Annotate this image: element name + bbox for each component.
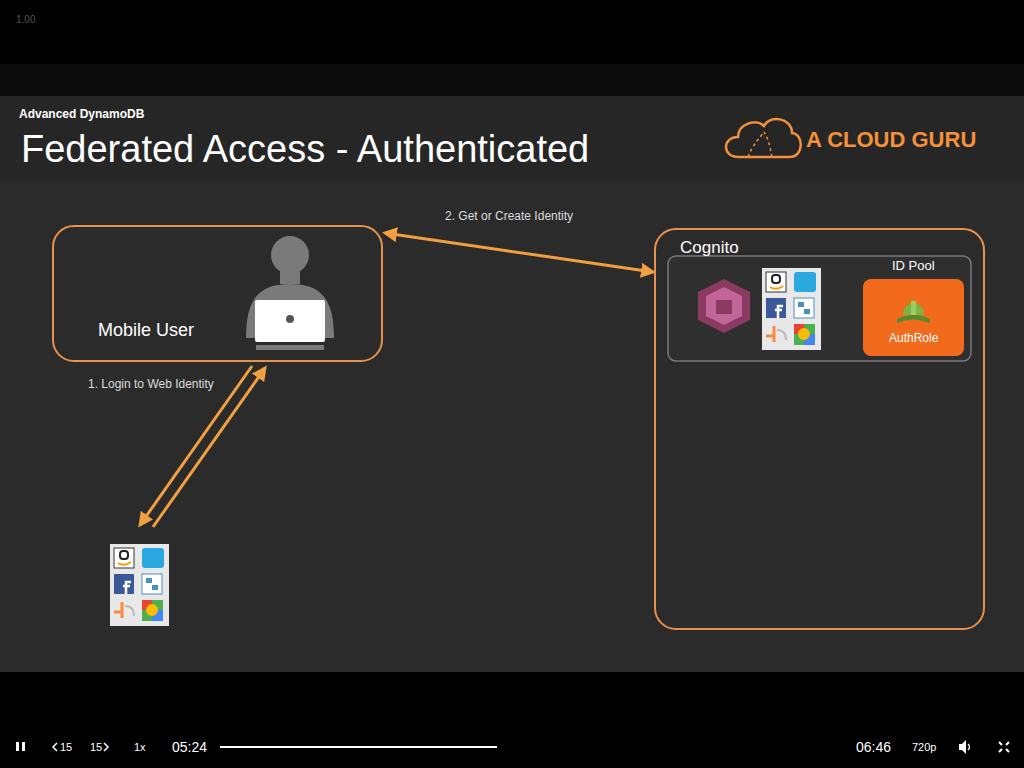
skip-forward: 15 — [90, 741, 102, 754]
node-label: AuthRole — [889, 332, 938, 346]
connector-arrow — [385, 233, 653, 272]
speed-indicator: 1.00 — [16, 14, 35, 26]
providers-tile — [110, 544, 169, 626]
quality-setting: 720p — [912, 741, 936, 754]
user-figure — [246, 236, 334, 350]
playback-rate: 1x — [134, 741, 146, 754]
brand-logo-text: A CLOUD GURU — [806, 127, 976, 152]
user-box: Mobile User — [52, 225, 383, 362]
node-heading: ID Pool — [892, 259, 935, 274]
course-name: Advanced DynamoDB — [19, 108, 144, 122]
node-label: Cognito — [680, 238, 739, 258]
step-label: 1. Login to Web Identity — [86, 377, 216, 393]
cognito-box: ID PoolAuthRoleCognito — [654, 228, 985, 630]
node-label: Mobile User — [98, 320, 194, 341]
elapsed-time: 05:24 — [172, 739, 207, 755]
edge-label: 2. Get or Create Identity — [443, 209, 575, 225]
total-time: 06:46 — [856, 739, 891, 755]
providers-tile — [762, 268, 821, 350]
authrole-box: ID PoolAuthRole — [863, 279, 964, 356]
slide-title: Federated Access - Authenticated — [21, 128, 589, 172]
skip-back: 15 — [60, 741, 72, 754]
cognito-icon — [698, 279, 750, 333]
